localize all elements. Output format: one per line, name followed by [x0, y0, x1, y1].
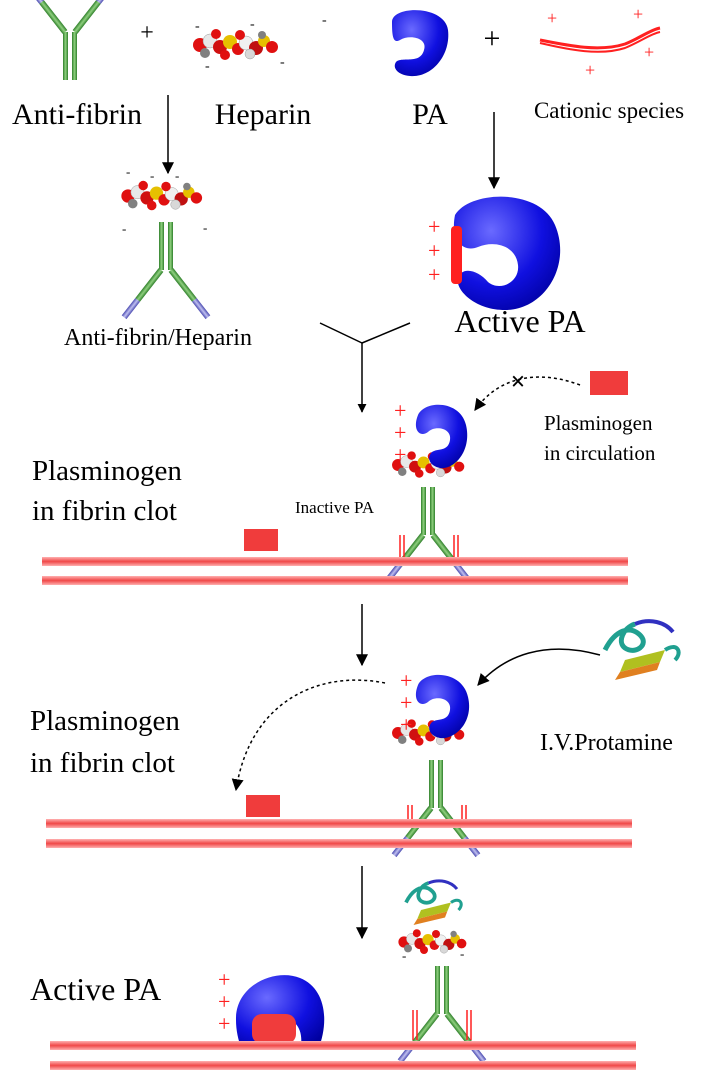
active-pa-label-bottom: Active PA	[30, 971, 161, 1007]
svg-text:-: -	[205, 59, 210, 74]
active-pa-on-clot-icon: + + +	[218, 967, 325, 1050]
svg-text:-: -	[280, 55, 285, 70]
fibrin-clot-membrane-1	[42, 557, 628, 585]
svg-text:+: +	[400, 668, 412, 693]
svg-text:-: -	[175, 168, 179, 183]
svg-text:-: -	[150, 168, 154, 183]
plasminogen-circulation-label-1: Plasminogen	[544, 411, 653, 435]
protamine-arrow	[477, 648, 601, 686]
svg-text:+: +	[218, 1011, 230, 1036]
antibody-protamine-heparin-complex-icon: - -	[397, 879, 487, 1064]
svg-text:-: -	[402, 948, 406, 963]
blocked-dotted-arrow	[474, 376, 581, 411]
svg-text:-: -	[203, 220, 207, 235]
plasminogen-circulation-label-2: in circulation	[544, 441, 656, 465]
plasminogen-clot-label-1-b: Plasminogen	[30, 705, 180, 737]
svg-text:-: -	[460, 946, 464, 961]
release-dotted-arrow	[231, 679, 386, 792]
svg-text:+: +	[547, 8, 557, 28]
heparin-charges: - - - - -	[195, 13, 327, 74]
anti-fibrin-label: Anti-fibrin	[12, 98, 142, 131]
plasminogen-clot-block-2	[246, 795, 280, 817]
pa-release-complex-icon: + + +	[391, 668, 481, 858]
inactive-pa-label: Inactive PA	[295, 498, 375, 517]
svg-text:-: -	[322, 13, 327, 28]
plasminogen-clot-label-2-a: in fibrin clot	[32, 495, 177, 527]
svg-text:+: +	[644, 42, 654, 62]
fibrin-clot-membrane-3	[50, 1041, 636, 1070]
svg-text:+: +	[218, 967, 230, 992]
anti-fibrin-antibody-icon	[25, 0, 115, 80]
svg-text:-: -	[126, 164, 130, 179]
svg-text:+: +	[218, 989, 230, 1014]
svg-text:+: +	[394, 398, 406, 423]
cationic-species-icon: + + + +	[539, 4, 661, 80]
pa-label: PA	[412, 98, 448, 131]
iv-protamine-label: I.V.Protamine	[540, 730, 673, 756]
svg-text:+: +	[394, 442, 406, 467]
svg-text:+: +	[400, 690, 412, 715]
anti-fibrin-heparin-conjugate-icon: - - - - -	[120, 164, 211, 320]
svg-text:+: +	[633, 4, 643, 24]
heparin-molecule-icon	[192, 28, 279, 61]
svg-text:-: -	[250, 17, 255, 32]
svg-text:+: +	[394, 420, 406, 445]
inactive-pa-complex-icon: + + +	[383, 398, 473, 585]
merge-connector	[319, 322, 411, 413]
anti-fibrin-heparin-label: Anti-fibrin/Heparin	[64, 325, 252, 351]
active-pa-complex-icon: + + +	[428, 196, 561, 310]
blocked-x-icon: ×	[511, 367, 526, 396]
svg-text:+: +	[428, 214, 440, 239]
plus-sign-right: +	[484, 22, 501, 55]
active-pa-label-top: Active PA	[454, 303, 585, 339]
svg-text:+: +	[428, 262, 440, 287]
fibrin-clot-membrane-2	[46, 819, 632, 848]
svg-text:-: -	[122, 221, 126, 236]
plasminogen-clot-block-1	[244, 529, 278, 551]
plasminogen-clot-label-2-b: in fibrin clot	[30, 747, 175, 779]
svg-text:+: +	[400, 712, 412, 737]
pa-protein-icon	[392, 10, 449, 77]
protamine-icon-1	[605, 621, 679, 680]
plasminogen-clot-label-1-a: Plasminogen	[32, 455, 182, 487]
cationic-species-label: Cationic species	[534, 98, 684, 123]
svg-text:-: -	[195, 19, 200, 34]
svg-text:+: +	[585, 60, 595, 80]
plus-sign-left: +	[140, 20, 154, 46]
heparin-label: Heparin	[215, 98, 312, 131]
plasminogen-circulation-block	[590, 371, 628, 395]
svg-text:+: +	[428, 238, 440, 263]
